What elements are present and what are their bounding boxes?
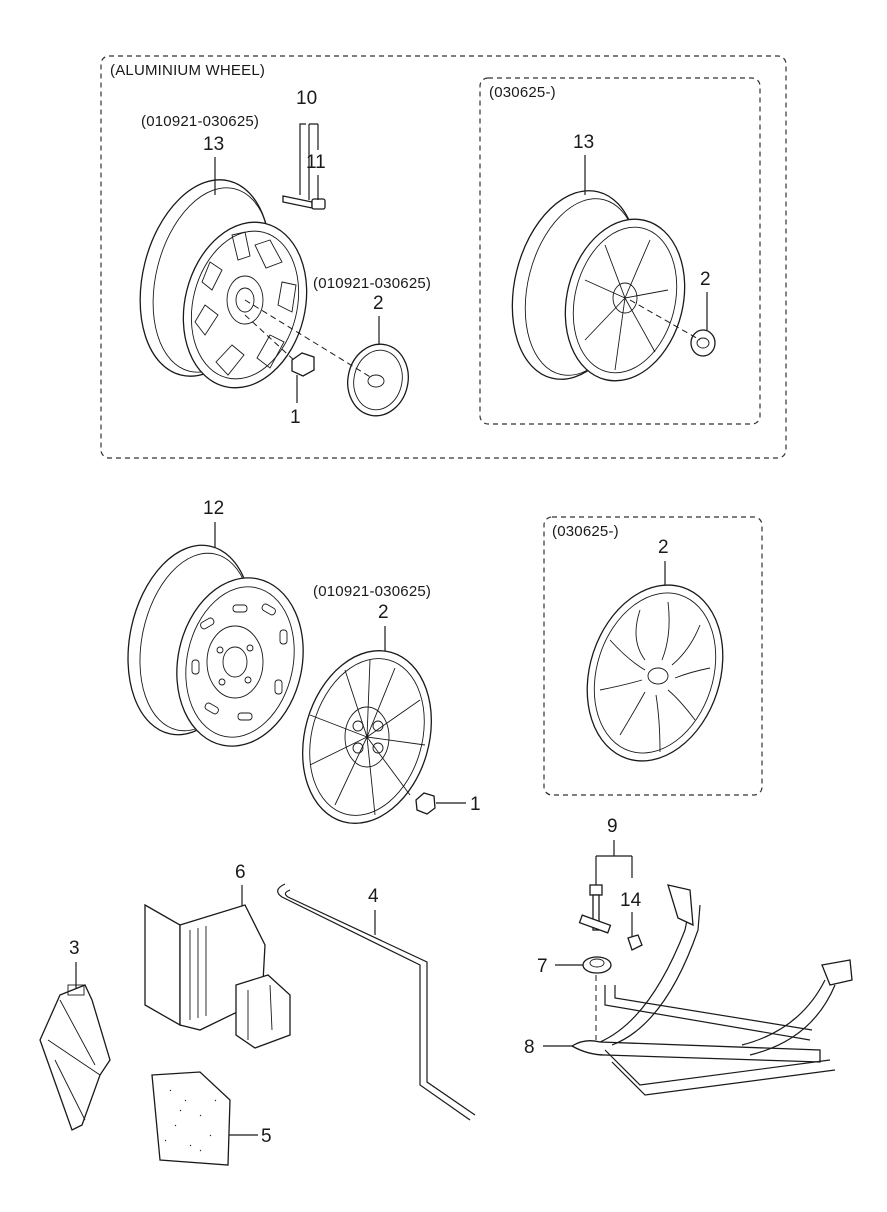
aluminium-wheel-icon bbox=[139, 179, 308, 389]
aluminium-new-range: (030625-) bbox=[489, 84, 556, 101]
carrier-bolt-icon bbox=[578, 884, 643, 951]
valve-stem-icon bbox=[282, 195, 326, 210]
aluminium-caption: (ALUMINIUM WHEEL) bbox=[110, 62, 265, 79]
callout-2d: 2 bbox=[658, 537, 669, 558]
grommet-icon bbox=[582, 956, 612, 974]
wheel-cover-icon bbox=[302, 650, 432, 824]
callout-9: 9 bbox=[607, 816, 618, 837]
wheel-nut-icon bbox=[291, 352, 315, 377]
callout-1b: 1 bbox=[470, 794, 481, 815]
aluminium-old-range-b: (010921-030625) bbox=[313, 275, 431, 292]
callout-12: 12 bbox=[203, 498, 224, 519]
callout-14: 14 bbox=[620, 890, 642, 911]
callout-5: 5 bbox=[261, 1126, 272, 1147]
cover-new-box bbox=[543, 516, 763, 796]
callout-7: 7 bbox=[537, 956, 548, 977]
callout-13a: 13 bbox=[203, 134, 224, 155]
callout-2a: 2 bbox=[373, 293, 384, 314]
callout-2b: 2 bbox=[700, 269, 711, 290]
spare-carrier-icon bbox=[570, 884, 853, 1096]
center-cap-icon bbox=[347, 343, 409, 417]
callout-2c: 2 bbox=[378, 602, 389, 623]
aluminium-group-box bbox=[100, 55, 787, 459]
cover-new-range: (030625-) bbox=[552, 523, 619, 540]
callout-4: 4 bbox=[368, 886, 379, 907]
callout-13b: 13 bbox=[573, 132, 594, 153]
steel-range: (010921-030625) bbox=[313, 583, 431, 600]
steel-wheel-icon bbox=[127, 544, 304, 747]
callout-3: 3 bbox=[69, 938, 80, 959]
tool-bag-icon bbox=[144, 903, 291, 1049]
jack-handle-icon bbox=[277, 883, 476, 1121]
wheel-cover-new-icon bbox=[586, 584, 724, 762]
jack-icon bbox=[39, 984, 111, 1131]
aluminium-old-range-a: (010921-030625) bbox=[141, 113, 259, 130]
callout-8: 8 bbox=[524, 1037, 535, 1058]
aluminium-wheel-new-icon bbox=[511, 190, 686, 382]
callout-6: 6 bbox=[235, 862, 246, 883]
callout-11: 11 bbox=[306, 152, 326, 173]
pad-icon bbox=[151, 1071, 231, 1166]
wheel-nut-2-icon bbox=[415, 792, 436, 815]
callout-10: 10 bbox=[296, 88, 317, 109]
aluminium-new-box bbox=[479, 77, 761, 425]
center-cap-new-icon bbox=[690, 329, 716, 357]
callout-1a: 1 bbox=[290, 407, 301, 428]
